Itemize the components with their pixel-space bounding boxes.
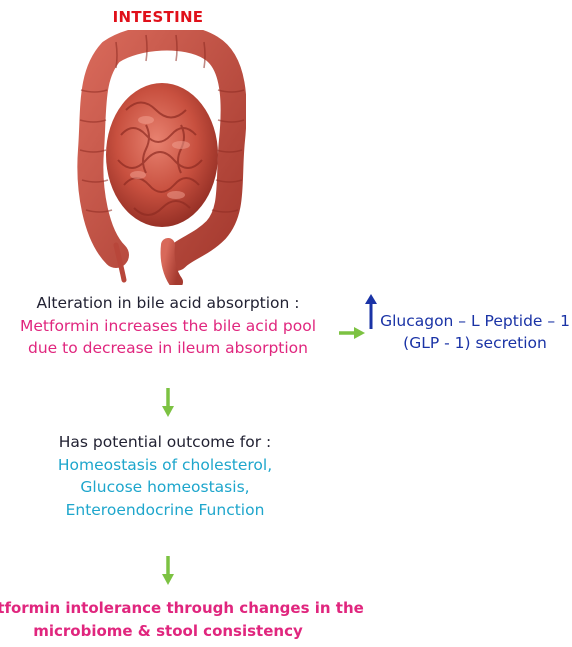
bile-acid-block: Alteration in bile acid absorption : Met… (0, 292, 336, 360)
glp-line-2: (GLP - 1) secretion (380, 332, 570, 354)
intolerance-block: Metformin intolerance through changes in… (0, 597, 416, 642)
outcome-line-4: Enteroendocrine Function (0, 499, 330, 522)
down-arrow-icon (161, 556, 175, 586)
bile-acid-line-2: Metformin increases the bile acid pool (0, 315, 336, 338)
down-arrow-icon (161, 388, 175, 418)
intolerance-line-2: microbiome & stool consistency (0, 620, 416, 643)
right-arrow-icon (338, 326, 366, 340)
outcome-line-3: Glucose homeostasis, (0, 476, 330, 499)
up-arrow-icon (364, 294, 378, 330)
intestine-illustration-icon (76, 30, 246, 285)
outcome-block: Has potential outcome for : Homeostasis … (0, 431, 330, 521)
glp-line-1: Glucagon – L Peptide – 1 (380, 310, 570, 332)
glp-block: Glucagon – L Peptide – 1 (GLP - 1) secre… (380, 310, 570, 354)
outcome-heading: Has potential outcome for : (0, 431, 330, 454)
bile-acid-heading: Alteration in bile acid absorption : (0, 292, 336, 315)
intestine-title: INTESTINE (0, 8, 316, 26)
intolerance-line-1: Metformin intolerance through changes in… (0, 597, 416, 620)
outcome-line-2: Homeostasis of cholesterol, (0, 454, 330, 477)
bile-acid-line-3: due to decrease in ileum absorption (0, 337, 336, 360)
